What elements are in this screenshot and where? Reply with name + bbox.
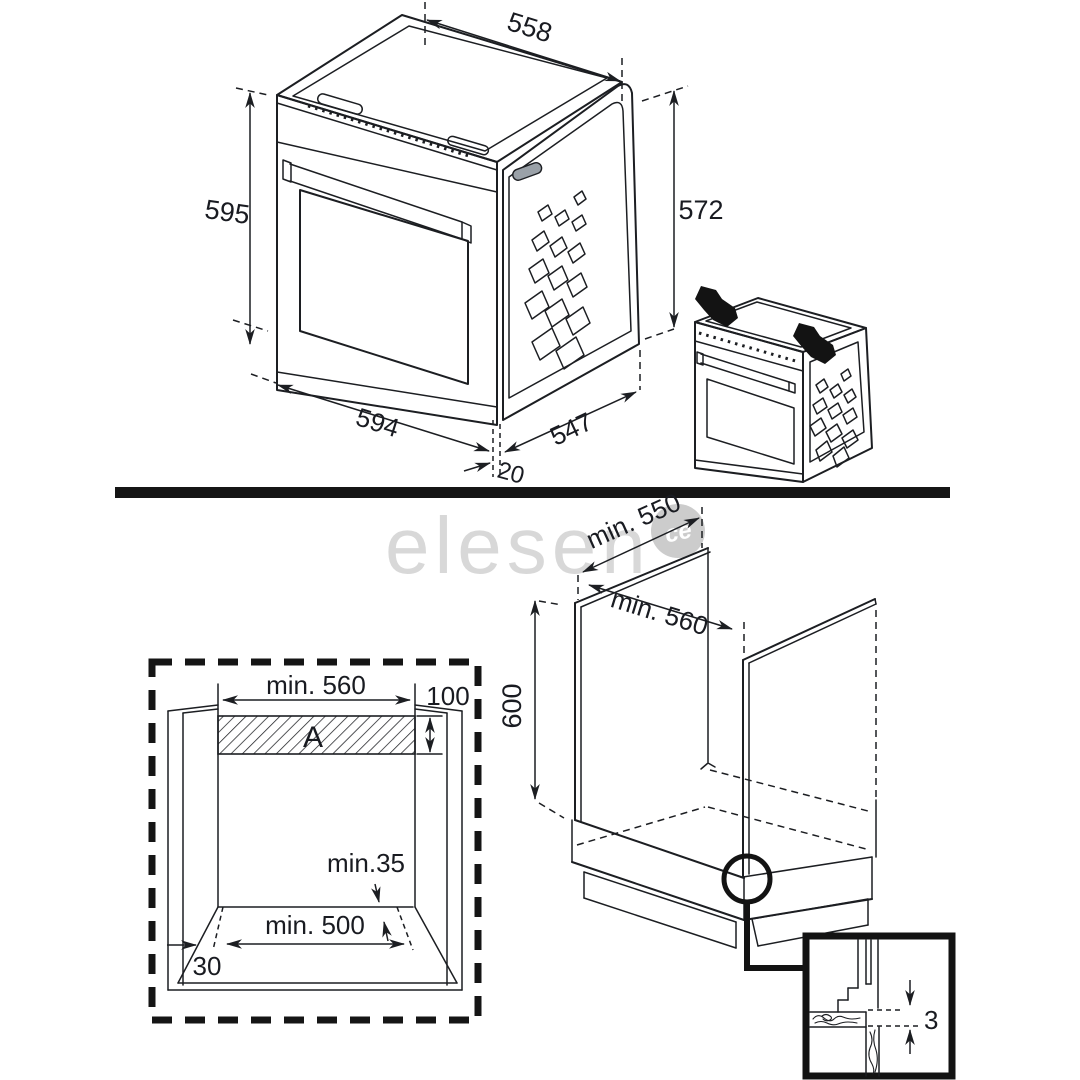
oven-main-drawing: 558 595 572 594 547 xyxy=(203,2,724,490)
section-divider xyxy=(115,487,950,498)
dim-niche-height-label: 600 xyxy=(497,683,527,728)
vent-area: A xyxy=(217,715,416,755)
oven-door-window xyxy=(299,189,469,385)
oven-carry-drawing xyxy=(694,286,873,483)
dim-corner-chamfer: 30 xyxy=(167,940,222,981)
carry-oven-side-face xyxy=(802,327,873,483)
carry-hand-left-icon xyxy=(695,286,738,327)
carry-oven-control-strip xyxy=(694,340,804,372)
detail-callout-connector xyxy=(744,902,803,971)
carry-hand-right-icon xyxy=(793,323,836,364)
niche-front-diagram: A min. 560 100 min.35 xyxy=(148,658,482,1024)
niche-dashed-border xyxy=(148,658,482,1024)
vent-area-label: A xyxy=(303,721,323,754)
dim-side-height: 572 xyxy=(641,85,724,340)
oven-side-gray-pill xyxy=(512,162,543,181)
dim-base-opening: min. 500 xyxy=(226,910,405,949)
niche-floor xyxy=(177,906,458,984)
carry-oven-top-inner xyxy=(705,301,852,348)
oven-front-face xyxy=(276,94,498,426)
dim-rear-clearance-label: min.35 xyxy=(327,848,405,878)
dim-niche-width-label: min. 560 xyxy=(266,670,366,700)
oven-handle xyxy=(282,159,472,244)
oven-top-slot-right xyxy=(447,135,490,156)
vent-diamond-pattern xyxy=(524,190,591,370)
oven-front-frame-line xyxy=(276,102,498,171)
carry-oven-vent-dots xyxy=(698,331,800,364)
carry-oven-bottom-line xyxy=(694,459,804,475)
cabinet-right-panel xyxy=(742,598,877,878)
dim-top-width-label: 558 xyxy=(504,6,556,48)
oven-top-inner-panel xyxy=(292,25,608,152)
dim-vent-clearance-label: 100 xyxy=(426,681,469,711)
dim-vent-clearance: 100 xyxy=(416,681,470,755)
dim-corner-chamfer-label: 30 xyxy=(193,951,222,981)
dim-frame-depth-label: 20 xyxy=(494,457,527,490)
oven-door-bottom-line xyxy=(276,371,498,408)
carry-vent-diamond-pattern xyxy=(809,368,859,468)
oven-top-slot-left xyxy=(316,93,364,115)
dim-bottom-gap-label: 3 xyxy=(924,1005,938,1035)
dim-niche-width: min. 560 xyxy=(222,670,411,705)
oven-top-vent-dots xyxy=(307,104,473,159)
dim-front-height: 595 xyxy=(203,87,269,345)
dim-niche-height: 600 xyxy=(497,600,565,819)
detail-callout-circle xyxy=(721,853,773,905)
dim-base-opening-label: min. 500 xyxy=(265,910,365,940)
oven-control-strip xyxy=(276,141,498,193)
detail-cabinet-shelf xyxy=(809,1011,880,1077)
dim-side-height-label: 572 xyxy=(678,195,723,225)
dim-rear-clearance: min.35 xyxy=(327,848,405,942)
dim-side-depth: 547 xyxy=(504,350,641,453)
oven-side-recess xyxy=(508,101,632,399)
dim-bottom-gap: 3 xyxy=(868,980,938,1054)
carry-oven-handle xyxy=(696,351,796,394)
carry-oven-side-recess xyxy=(809,341,865,463)
cabinet-base xyxy=(571,769,873,949)
dim-cabinet-width: min. 560 xyxy=(588,583,745,657)
detail-oven-foot-profile xyxy=(837,939,879,1013)
dim-frame-depth: 20 xyxy=(463,420,527,490)
dim-front-width: 594 xyxy=(250,373,490,452)
detail-box: 3 xyxy=(802,932,956,1080)
dim-front-height-label: 595 xyxy=(203,194,252,230)
oven-side-face xyxy=(502,83,640,421)
carry-oven-window xyxy=(706,378,795,465)
dim-cabinet-width-label: min. 560 xyxy=(608,583,712,641)
